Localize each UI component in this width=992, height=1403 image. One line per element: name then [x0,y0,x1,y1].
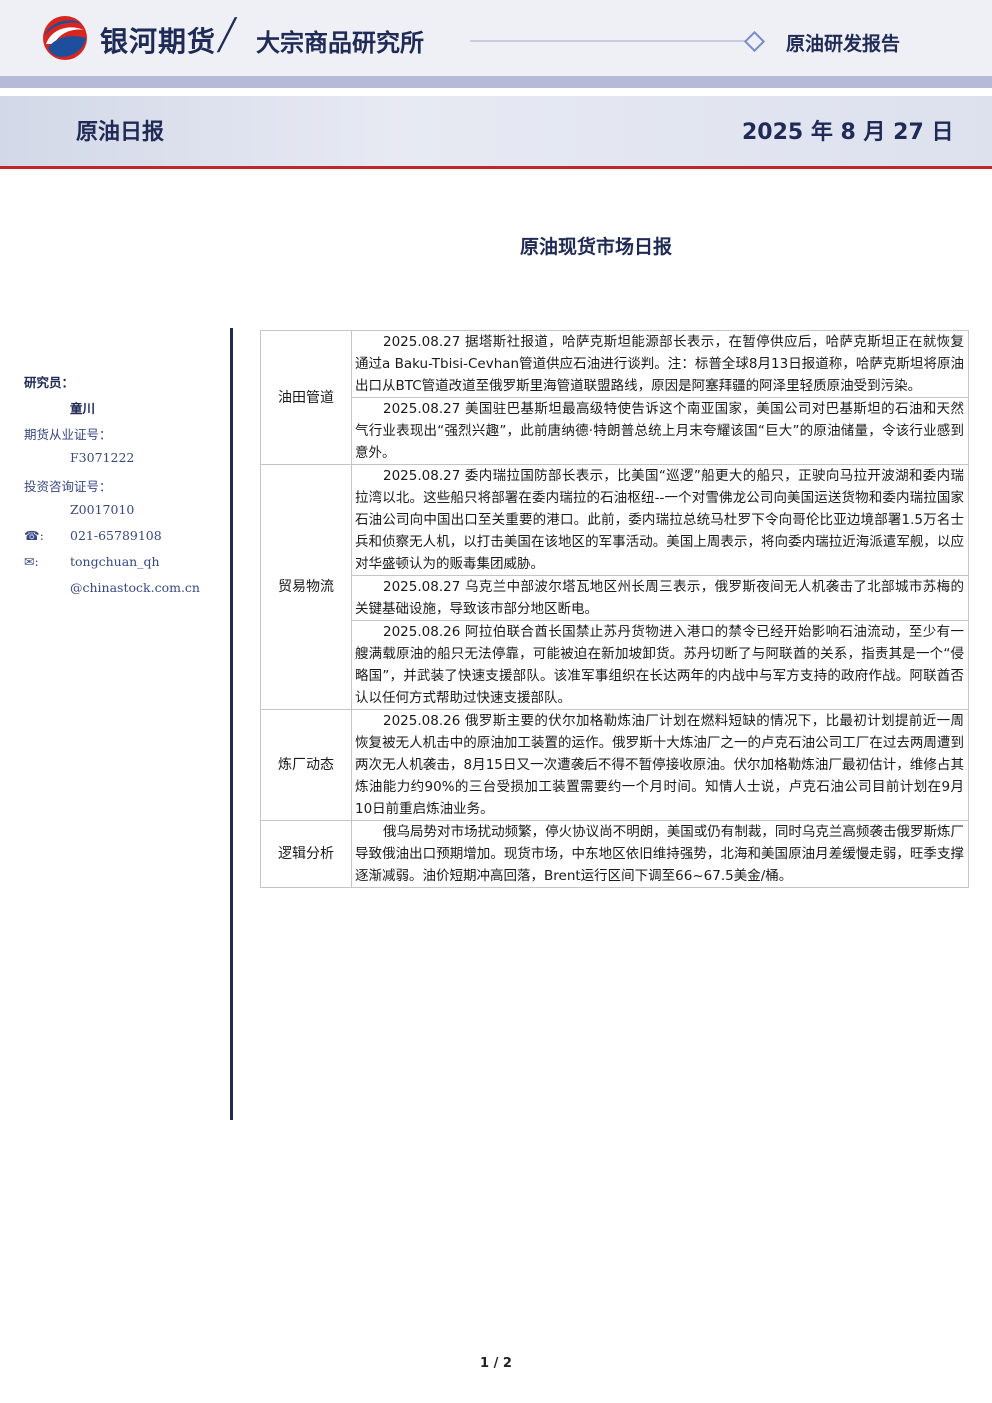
invest-cert-label: 投资咨询证号： [24,479,112,494]
banner-red-rule [0,166,992,169]
phone-icon: ☎: [24,528,44,543]
report-type: 原油研发报告 [786,33,901,55]
news-item: 俄乌局势对市场扰动频繁，停火协议尚不明朗，美国或仍有制裁，同时乌克兰高频袭击俄罗… [351,820,969,888]
table-row: 贸易物流 2025.08.27 委内瑞拉国防部长表示，比美国“巡逻”船更大的船只… [260,464,969,710]
table-row: 2025.08.26 阿拉伯联合酋长国禁止苏丹货物进入港口的禁令已经开始影响石油… [261,620,969,710]
category-cell: 逻辑分析 [260,820,352,888]
market-news-table: 油田管道 2025.08.27 据塔斯社报道，哈萨克斯坦能源部长表示，在暂停供应… [260,330,969,888]
category-cell: 油田管道 [260,330,352,465]
news-item: 2025.08.26 俄罗斯主要的伏尔加格勒炼油厂计划在燃料短缺的情况下，比最初… [351,709,969,821]
brand-name: 银河期货 [100,25,217,58]
table-row: 逻辑分析 俄乌局势对市场扰动频繁，停火协议尚不明朗，美国或仍有制裁，同时乌克兰高… [260,820,969,888]
researcher-name: 童川 [70,401,96,416]
header-stripe [0,76,992,88]
sidebar-divider [230,328,233,1120]
header-band [0,0,992,76]
news-item: 2025.08.27 据塔斯社报道，哈萨克斯坦能源部长表示，在暂停供应后，哈萨克… [351,330,969,398]
futures-cert-label: 期货从业证号： [24,427,112,442]
news-item: 2025.08.27 乌克兰中部波尔塔瓦地区州长周三表示，俄罗斯夜间无人机袭击了… [351,575,969,621]
mail-icon: ✉: [24,554,39,569]
email-line-1[interactable]: tongchuan_qh [70,554,160,569]
category-cell: 炼厂动态 [260,709,352,821]
page-title: 原油现货市场日报 [519,236,672,258]
galaxy-logo-icon [43,16,87,60]
table-row: 2025.08.27 乌克兰中部波尔塔瓦地区州长周三表示，俄罗斯夜间无人机袭击了… [261,575,969,621]
email-line-2[interactable]: @chinastock.com.cn [70,580,200,595]
invest-cert-number: Z0017010 [70,502,135,517]
decorative-line [470,40,748,42]
table-row: 炼厂动态 2025.08.26 俄罗斯主要的伏尔加格勒炼油厂计划在燃料短缺的情况… [260,709,969,821]
report-date: 2025 年 8 月 27 日 [742,120,954,145]
page-number: 1 / 2 [480,1356,512,1371]
brand-separator: ╱ [218,18,237,53]
news-item: 2025.08.27 委内瑞拉国防部长表示，比美国“巡逻”船更大的船只，正驶向马… [351,464,969,576]
news-item: 2025.08.27 美国驻巴基斯坦最高级特使告诉这个南亚国家，美国公司对巴基斯… [351,397,969,465]
futures-cert-number: F3071222 [70,450,135,465]
researcher-label: 研究员： [24,375,75,390]
phone-number: 021-65789108 [70,528,162,543]
table-row: 2025.08.27 美国驻巴基斯坦最高级特使告诉这个南亚国家，美国公司对巴基斯… [261,397,969,465]
institute-name: 大宗商品研究所 [256,29,424,57]
news-item: 2025.08.26 阿拉伯联合酋长国禁止苏丹货物进入港口的禁令已经开始影响石油… [351,620,969,710]
category-cell: 贸易物流 [260,464,352,710]
title-banner [0,96,992,166]
daily-title: 原油日报 [76,120,165,145]
table-row: 油田管道 2025.08.27 据塔斯社报道，哈萨克斯坦能源部长表示，在暂停供应… [260,330,969,465]
